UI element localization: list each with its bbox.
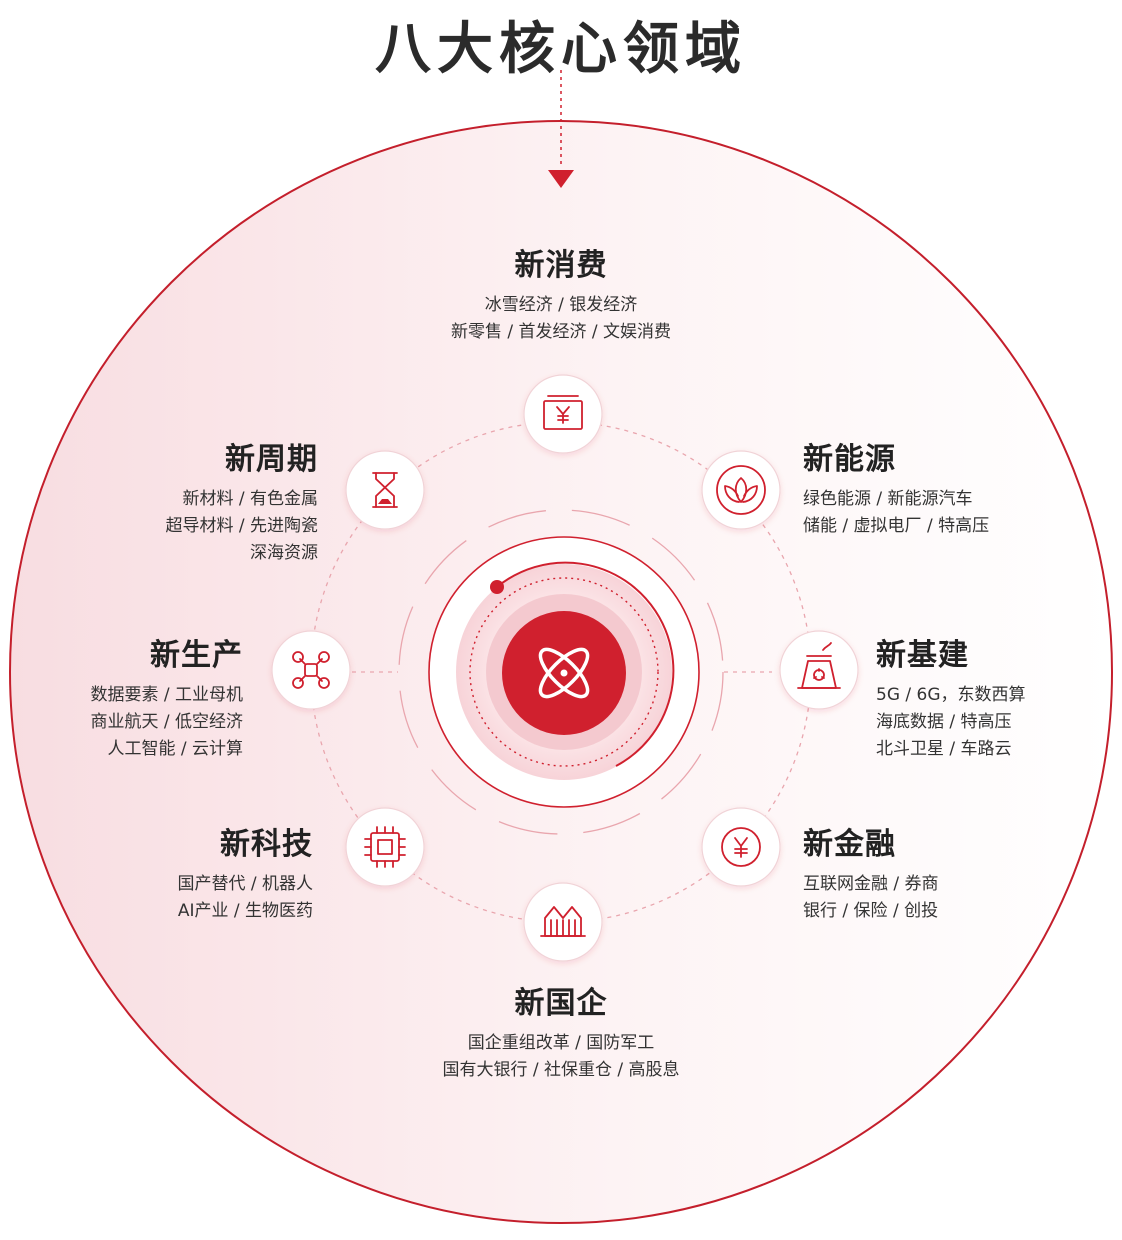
domain-subtopics: 5G / 6G，东数西算 bbox=[876, 685, 1026, 705]
inner-dashed-ring bbox=[398, 509, 724, 835]
node-badge bbox=[271, 630, 351, 710]
domain-subtopics: 海底数据 / 特高压 bbox=[876, 712, 1012, 732]
node-energy[interactable] bbox=[701, 450, 781, 530]
domain-name: 新生产 bbox=[150, 638, 243, 673]
domain-subtopics: 数据要素 / 工业母机 bbox=[90, 685, 243, 705]
domain-finance: 新金融互联网金融 / 券商银行 / 保险 / 创投 bbox=[803, 825, 1103, 925]
domain-production: 新生产数据要素 / 工业母机商业航天 / 低空经济人工智能 / 云计算 bbox=[20, 636, 243, 763]
domain-name: 新周期 bbox=[225, 442, 318, 477]
domain-name: 新消费 bbox=[514, 248, 608, 283]
icon-nodes bbox=[271, 374, 859, 962]
node-badge bbox=[345, 807, 425, 887]
hourglass-icon bbox=[372, 472, 398, 508]
domain-soe: 新国企国企重组改革 / 国防军工国有大银行 / 社保重仓 / 高股息 bbox=[361, 984, 761, 1084]
domain-subtopics: 深海资源 bbox=[250, 543, 318, 563]
domain-subtopics: 绿色能源 / 新能源汽车 bbox=[803, 489, 973, 509]
node-production[interactable] bbox=[271, 630, 351, 710]
node-cycle[interactable] bbox=[345, 450, 425, 530]
domain-energy: 新能源绿色能源 / 新能源汽车储能 / 虚拟电厂 / 特高压 bbox=[803, 440, 1103, 540]
node-consumption[interactable] bbox=[523, 374, 603, 454]
domain-infrastructure: 新基建 5G / 6G，东数西算海底数据 / 特高压北斗卫星 / 车路云 bbox=[876, 636, 1116, 763]
domain-consumption: 新消费冰雪经济 / 银发经济新零售 / 首发经济 / 文娱消费 bbox=[361, 246, 761, 346]
domain-name: 新能源 bbox=[803, 442, 896, 477]
domain-technology: 新科技国产替代 / 机器人 AI产业 / 生物医药 bbox=[50, 825, 313, 925]
money-card-icon bbox=[543, 395, 583, 430]
power-plant-icon bbox=[797, 642, 841, 689]
domain-subtopics: 储能 / 虚拟电厂 / 特高压 bbox=[803, 516, 990, 536]
domain-cycle: 新周期新材料 / 有色金属超导材料 / 先进陶瓷深海资源 bbox=[20, 440, 318, 567]
node-soe[interactable] bbox=[523, 882, 603, 962]
domain-name: 新国企 bbox=[514, 986, 608, 1021]
domain-name: 新基建 bbox=[876, 638, 969, 673]
domain-name: 新金融 bbox=[803, 827, 896, 862]
domain-subtopics: 国企重组改革 / 国防军工 bbox=[467, 1033, 655, 1053]
node-finance[interactable] bbox=[701, 807, 781, 887]
node-technology[interactable] bbox=[345, 807, 425, 887]
page-title: 八大核心领域 bbox=[375, 17, 747, 82]
domain-subtopics: 国产替代 / 机器人 bbox=[177, 874, 313, 894]
domain-subtopics: 人工智能 / 云计算 bbox=[107, 739, 243, 759]
domain-subtopics: 冰雪经济 / 银发经济 bbox=[484, 295, 638, 315]
atom-icon bbox=[538, 647, 590, 699]
domain-subtopics: 互联网金融 / 券商 bbox=[803, 874, 939, 894]
drone-icon bbox=[292, 651, 330, 689]
center-progress-arc bbox=[496, 561, 675, 767]
domain-subtopics: 国有大银行 / 社保重仓 / 高股息 bbox=[442, 1060, 680, 1080]
node-badge bbox=[345, 450, 425, 530]
leaf-icon bbox=[716, 465, 766, 515]
domain-subtopics: 银行 / 保险 / 创投 bbox=[803, 901, 939, 921]
domain-subtopics: 超导材料 / 先进陶瓷 bbox=[165, 516, 318, 536]
domain-subtopics: 北斗卫星 / 车路云 bbox=[876, 739, 1012, 759]
center-progress-dot bbox=[490, 580, 504, 594]
chip-icon bbox=[364, 826, 406, 868]
domain-subtopics: 新材料 / 有色金属 bbox=[182, 489, 318, 509]
domain-name: 新科技 bbox=[220, 827, 313, 862]
node-infrastructure[interactable] bbox=[779, 630, 859, 710]
domain-subtopics: AI产业 / 生物医药 bbox=[177, 901, 313, 921]
node-badge bbox=[701, 450, 781, 530]
domain-subtopics: 新零售 / 首发经济 / 文娱消费 bbox=[450, 322, 672, 342]
domain-subtopics: 商业航天 / 低空经济 bbox=[90, 712, 243, 732]
pointer-arrow-icon bbox=[548, 170, 574, 188]
building-icon bbox=[540, 906, 586, 937]
yen-coin-icon bbox=[721, 827, 761, 867]
center-dotted-ring bbox=[469, 577, 659, 767]
